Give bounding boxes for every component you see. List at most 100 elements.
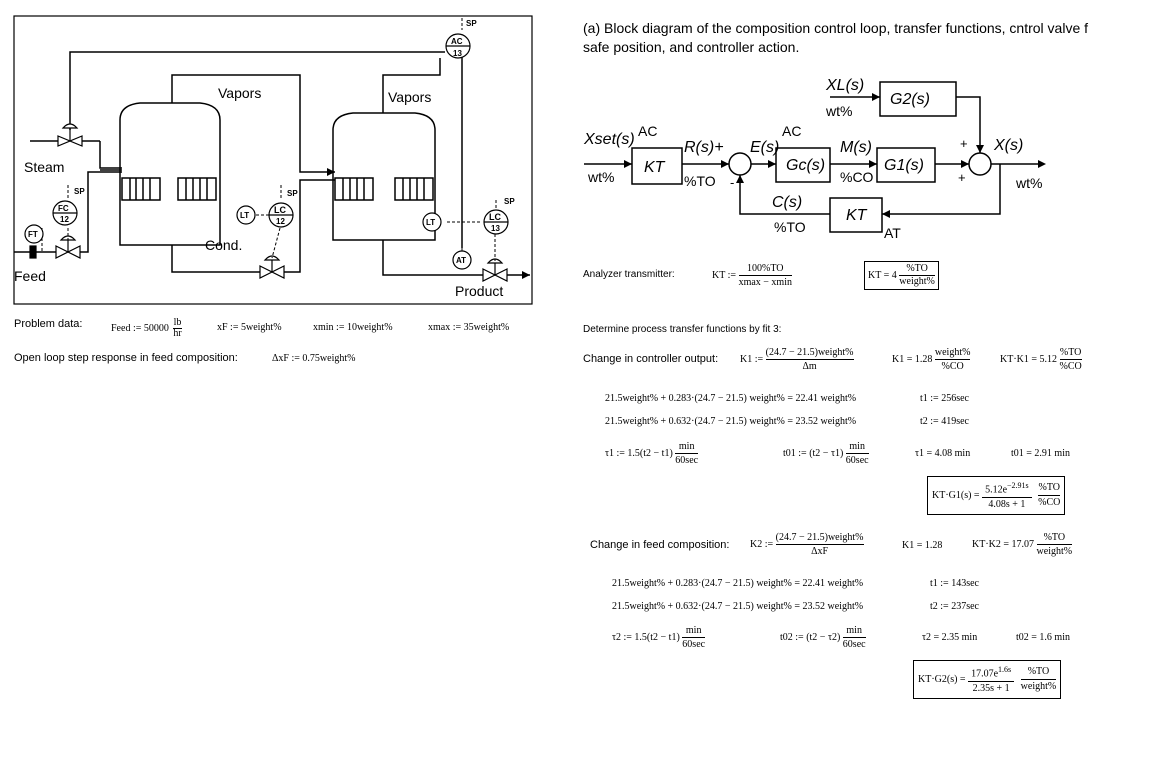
feed-value: Feed := 50000 xyxy=(111,322,169,334)
sp-label-ac: SP xyxy=(466,19,477,28)
kt-def-den: xmax − xmin xyxy=(738,277,792,288)
ktk2-num: %TO xyxy=(1036,531,1073,545)
ktg2-den: 2.35s + 1 xyxy=(972,683,1010,695)
determine-label: Determine process transfer functions by … xyxy=(583,324,782,335)
ft-bubble xyxy=(24,224,44,244)
minus-label: - xyxy=(730,175,734,190)
diagram-labels: Steam Feed Vapors Vapors Cond. Product S… xyxy=(14,19,515,299)
ktg2-box: KT·G2(s) = 17.07e1.6s 2.35s + 1 %TO weig… xyxy=(913,660,1062,700)
t3-value: t1 := 143sec xyxy=(930,578,979,589)
ms-label: M(s) xyxy=(840,139,872,156)
lt-1-label: LT xyxy=(240,211,249,220)
lt-2-bubble xyxy=(422,212,442,232)
plus-top: + xyxy=(960,136,968,151)
plus-left: + xyxy=(958,170,966,185)
process-diagram: Steam Feed Vapors Vapors Cond. Product S… xyxy=(13,15,533,305)
k2-value: K1 = 1.28 xyxy=(902,540,943,551)
analyzer-label: Analyzer transmitter: xyxy=(583,269,675,280)
tau1-def: τ1 := 1.5(t2 − t1) xyxy=(605,448,673,459)
ktg2-unit-den: weight% xyxy=(1020,681,1057,693)
kt-label-2: KT xyxy=(846,207,868,224)
xmax-value: xmax := 35weight% xyxy=(428,322,510,333)
evaporator-2 xyxy=(332,112,436,241)
xmin-value: xmin := 10weight% xyxy=(313,322,393,333)
vapors-1-label: Vapors xyxy=(218,85,261,101)
k2-num: (24.7 − 21.5)weight% xyxy=(775,532,864,545)
to-label-1: %TO xyxy=(684,173,716,189)
tau2-definition: τ2 := 1.5(t2 − t1) min 60sec xyxy=(612,624,706,651)
ktg1-exp: −2.91s xyxy=(1007,481,1029,490)
ktk1-den: %CO xyxy=(1059,361,1082,372)
k2-definition: K2 := (24.7 − 21.5)weight% ΔxF xyxy=(750,531,864,558)
calc-line-1: 21.5weight% + 0.283·(24.7 − 21.5) weight… xyxy=(605,393,857,404)
ac-label: AC xyxy=(451,37,463,46)
orifice-plate xyxy=(29,245,37,259)
summing-junction-2 xyxy=(968,152,992,176)
lc-13-num: 13 xyxy=(491,224,500,233)
lc-12-label: LC xyxy=(274,205,286,215)
k2-lhs: K2 := xyxy=(750,539,774,550)
ktg1-box: KT·G1(s) = 5.12e−2.91s 4.08s + 1 %TO %CO xyxy=(927,476,1066,516)
tau1-value: τ1 = 4.08 min xyxy=(915,448,971,459)
t01-definition: t01 := (t2 − τ1) min 60sec xyxy=(783,440,869,467)
rs-label: R(s)+ xyxy=(684,139,724,156)
product-valve xyxy=(482,258,508,282)
ktk2-val: KT·K2 = 17.07 xyxy=(972,539,1035,550)
summing-junction-1 xyxy=(728,152,752,176)
sp-label-lc12: SP xyxy=(287,189,298,198)
g2-label: G2(s) xyxy=(890,91,930,108)
tau2-min-den: 60sec xyxy=(682,639,706,650)
fc-num: 12 xyxy=(60,215,69,224)
cond-label: Cond. xyxy=(205,237,242,253)
t02-value: t02 = 1.6 min xyxy=(1016,632,1070,643)
feed-unit-num: lb xyxy=(173,317,182,329)
xs-label: X(s) xyxy=(993,137,1023,154)
g1-block xyxy=(876,147,936,183)
calc-line-3: 21.5weight% + 0.283·(24.7 − 21.5) weight… xyxy=(612,578,864,589)
kt-block-1 xyxy=(631,147,683,185)
ktg2-lhs: KT·G2(s) = xyxy=(918,674,966,686)
cond-valve xyxy=(259,255,285,279)
kt-label-1: KT xyxy=(644,159,666,176)
change-feed-label: Change in feed composition: xyxy=(590,539,730,551)
cs-label: C(s) xyxy=(772,194,802,211)
wt-label-3: wt% xyxy=(1015,175,1042,191)
xf-value: xF := 5weight% xyxy=(217,322,282,333)
block-title-2: safe position, and controller action. xyxy=(583,39,800,55)
kt-value-box: KT = 4 %TO weight% xyxy=(864,261,939,290)
ac-label-1: AC xyxy=(638,123,657,139)
lt-1-bubble xyxy=(236,205,256,225)
open-loop-label: Open loop step response in feed composit… xyxy=(14,352,238,364)
gc-block xyxy=(775,147,831,183)
ft-label: FT xyxy=(28,230,38,239)
lc-12-num: 12 xyxy=(276,217,285,226)
feed-valve xyxy=(55,235,81,259)
t01-value: t01 = 2.91 min xyxy=(1011,448,1070,459)
problem-data-label: Problem data: xyxy=(14,318,83,330)
g1-label: G1(s) xyxy=(884,157,924,174)
ktg2-exp: 1.6s xyxy=(998,665,1012,674)
ac-num: 13 xyxy=(453,49,462,58)
kt-val-den: weight% xyxy=(899,276,935,287)
sp-label-fc: SP xyxy=(74,187,85,196)
ktg1-unit-num: %TO xyxy=(1038,481,1061,497)
at-bubble xyxy=(452,250,472,270)
product-label: Product xyxy=(455,283,503,299)
ktg2-unit-num: %TO xyxy=(1020,665,1057,681)
co-label: %CO xyxy=(840,169,874,185)
steam-label: Steam xyxy=(24,159,64,175)
g2-block xyxy=(879,81,957,117)
k1-val: K1 = 1.28 xyxy=(892,354,933,365)
signal-lines xyxy=(41,18,497,261)
calc-line-2: 21.5weight% + 0.632·(24.7 − 21.5) weight… xyxy=(605,416,857,427)
t01-min-num: min xyxy=(845,440,869,454)
t02-min-den: 60sec xyxy=(842,639,866,650)
t1-value: t1 := 256sec xyxy=(920,393,969,404)
t02-definition: t02 := (t2 − τ2) min 60sec xyxy=(780,624,866,651)
lc-13-label: LC xyxy=(489,212,501,222)
t4-value: t2 := 237sec xyxy=(930,601,979,612)
evaporator-1 xyxy=(119,102,221,246)
xl-label: XL(s) xyxy=(825,77,864,94)
t01-def: t01 := (t2 − τ1) xyxy=(783,448,844,459)
k1-val-num: weight% xyxy=(934,347,971,360)
